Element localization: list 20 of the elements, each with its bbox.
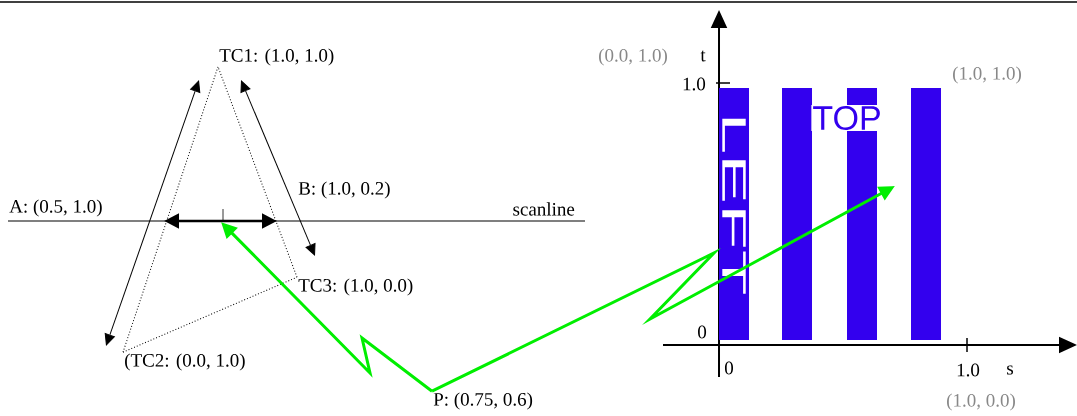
text-label: t <box>700 50 706 62</box>
text-label: (1.0, 1.0) <box>953 66 1021 84</box>
text-label: 0 <box>725 361 733 375</box>
text-label: 1.0 <box>683 77 706 91</box>
texture-picture: LEFT TOP <box>719 88 941 340</box>
text-label: A: (0.5, 1.0) <box>9 199 102 217</box>
node-label: TOP <box>813 105 880 131</box>
vertex-label: TC1: (1.0, 1.0) <box>219 48 334 66</box>
text-label: s <box>1007 365 1013 375</box>
vertex-label: (TC2: (0.0, 1.0) <box>125 353 245 371</box>
text-label: (1.0, 0.0) <box>947 393 1015 411</box>
text-label: scanline <box>513 202 575 216</box>
vertex-label: P: (0.75, 0.6) <box>433 392 533 410</box>
vertex-label: TC3: (1.0, 0.0) <box>298 278 413 296</box>
dotted-line <box>122 66 219 353</box>
text-label: B: (1.0, 0.2) <box>298 181 390 199</box>
text-label: 1.0 <box>957 363 980 377</box>
dotted-line <box>122 276 298 353</box>
text-label: (0.0, 1.0) <box>599 48 667 66</box>
dotted-line <box>217 66 298 278</box>
